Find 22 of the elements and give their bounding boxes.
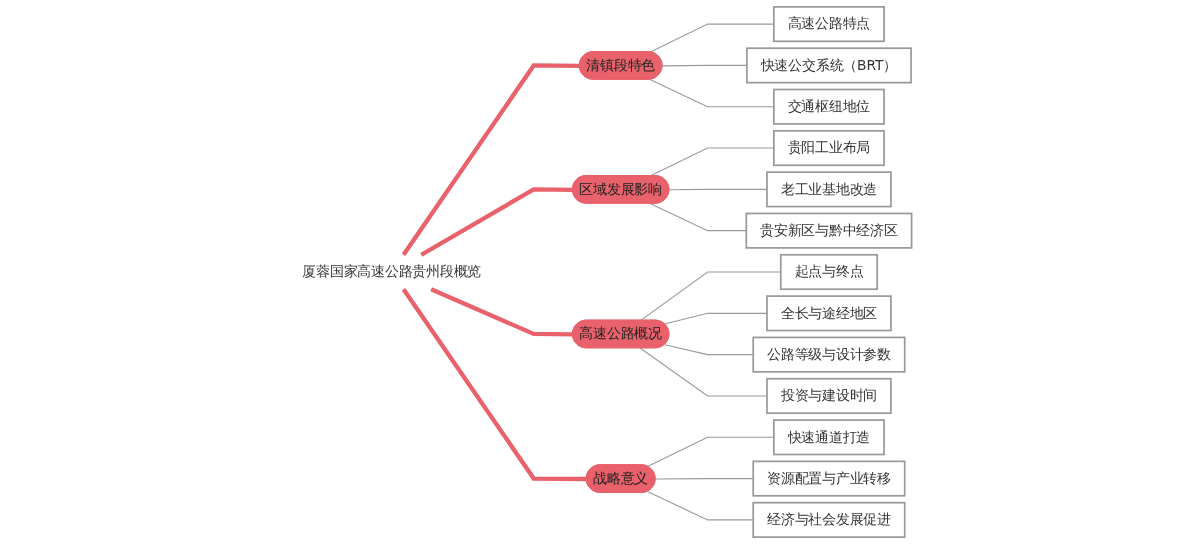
node-box: 全长与途经地区 xyxy=(766,295,892,332)
connector xyxy=(401,288,587,482)
node-box: 老工业基地改造 xyxy=(766,171,892,208)
connector xyxy=(654,478,754,480)
node-text: 厦蓉国家高速公路贵州段概览 xyxy=(302,263,482,280)
connector xyxy=(430,287,573,337)
node-box: 贵阳工业布局 xyxy=(773,130,885,167)
node-box: 经济与社会发展促进 xyxy=(752,501,906,538)
node-box: 公路等级与设计参数 xyxy=(752,336,906,373)
node-box: 快速公交系统（BRT） xyxy=(746,47,912,84)
node-box: 交通枢纽地位 xyxy=(773,88,885,125)
node-box: 贵安新区与黔中经济区 xyxy=(745,212,913,249)
node-box: 高速公路特点 xyxy=(773,6,885,43)
node-box: 资源配置与产业转移 xyxy=(752,460,906,497)
connector xyxy=(664,344,754,356)
connector xyxy=(646,491,754,521)
node-box: 投资与建设时间 xyxy=(766,377,892,415)
node-box: 起点与终点 xyxy=(779,253,878,291)
node-box: 快速通道打造 xyxy=(773,419,885,456)
connector xyxy=(420,187,573,257)
connector xyxy=(649,203,747,232)
connector xyxy=(401,63,580,256)
